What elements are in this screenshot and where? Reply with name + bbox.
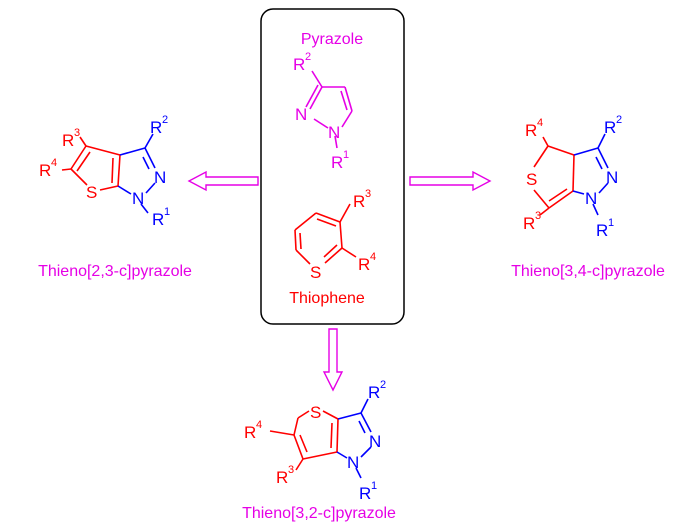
right-r2: R bbox=[604, 118, 616, 137]
right-product-name: Thieno[3,4-c]pyrazole bbox=[511, 263, 665, 280]
arrow-right bbox=[409, 170, 492, 192]
thiophene-title: Thiophene bbox=[289, 290, 365, 307]
right-r3-sup: 3 bbox=[535, 210, 541, 222]
right-r2-sup: 2 bbox=[616, 114, 622, 126]
bottom-r2-sup: 2 bbox=[380, 379, 386, 391]
left-r4: R bbox=[39, 161, 51, 180]
bottom-s: S bbox=[310, 403, 321, 422]
bottom-r4: R bbox=[244, 423, 256, 442]
thiophene-r4-sup: 4 bbox=[370, 251, 376, 263]
bottom-r2: R bbox=[368, 383, 380, 402]
right-n2: N bbox=[606, 168, 618, 187]
left-r3: R bbox=[62, 131, 74, 150]
right-s: S bbox=[526, 170, 537, 189]
arrow-down bbox=[322, 328, 344, 392]
thiophene-structure bbox=[294, 203, 357, 265]
right-product-structure bbox=[533, 133, 609, 216]
bottom-r3-sup: 3 bbox=[288, 464, 294, 476]
reagents-box bbox=[260, 8, 405, 325]
left-product-name: Thieno[2,3-c]pyrazole bbox=[38, 263, 192, 280]
left-r1-sup: 1 bbox=[164, 206, 170, 218]
left-product-structure bbox=[61, 133, 156, 214]
left-r3-sup: 3 bbox=[74, 127, 80, 139]
left-n2: N bbox=[154, 168, 166, 187]
thiophene-r4: R bbox=[358, 255, 370, 274]
left-r2: R bbox=[150, 118, 162, 137]
left-s: S bbox=[86, 183, 97, 202]
bottom-r4-sup: 4 bbox=[256, 419, 262, 431]
pyrazole-r1: R bbox=[331, 153, 343, 172]
bottom-product-structure bbox=[269, 398, 372, 479]
right-n1: N bbox=[585, 189, 597, 208]
right-r4: R bbox=[525, 121, 537, 140]
right-r3: R bbox=[523, 214, 535, 233]
left-r2-sup: 2 bbox=[162, 114, 168, 126]
thiophene-s: S bbox=[310, 263, 321, 282]
pyrazole-r2: R bbox=[293, 55, 305, 74]
left-n1: N bbox=[132, 189, 144, 208]
right-r4-sup: 4 bbox=[537, 117, 543, 129]
bottom-product-name: Thieno[3,2-c]pyrazole bbox=[242, 505, 396, 522]
arrow-left bbox=[187, 170, 259, 192]
bottom-r3: R bbox=[276, 468, 288, 487]
right-r1-sup: 1 bbox=[608, 217, 614, 229]
left-r4-sup: 4 bbox=[51, 157, 57, 169]
pyrazole-r1-sup: 1 bbox=[343, 149, 349, 161]
pyrazole-n1: N bbox=[328, 123, 340, 142]
bottom-n1: N bbox=[347, 453, 359, 472]
pyrazole-n2: N bbox=[295, 105, 307, 124]
pyrazole-title: Pyrazole bbox=[301, 31, 363, 48]
bottom-r1: R bbox=[359, 484, 371, 503]
left-r1: R bbox=[152, 210, 164, 229]
right-r1: R bbox=[596, 221, 608, 240]
thiophene-r3: R bbox=[353, 192, 365, 211]
pyrazole-structure bbox=[305, 70, 353, 149]
thiophene-r3-sup: 3 bbox=[365, 188, 371, 200]
pyrazole-r2-sup: 2 bbox=[305, 51, 311, 63]
bottom-n2: N bbox=[369, 432, 381, 451]
bottom-r1-sup: 1 bbox=[371, 480, 377, 492]
